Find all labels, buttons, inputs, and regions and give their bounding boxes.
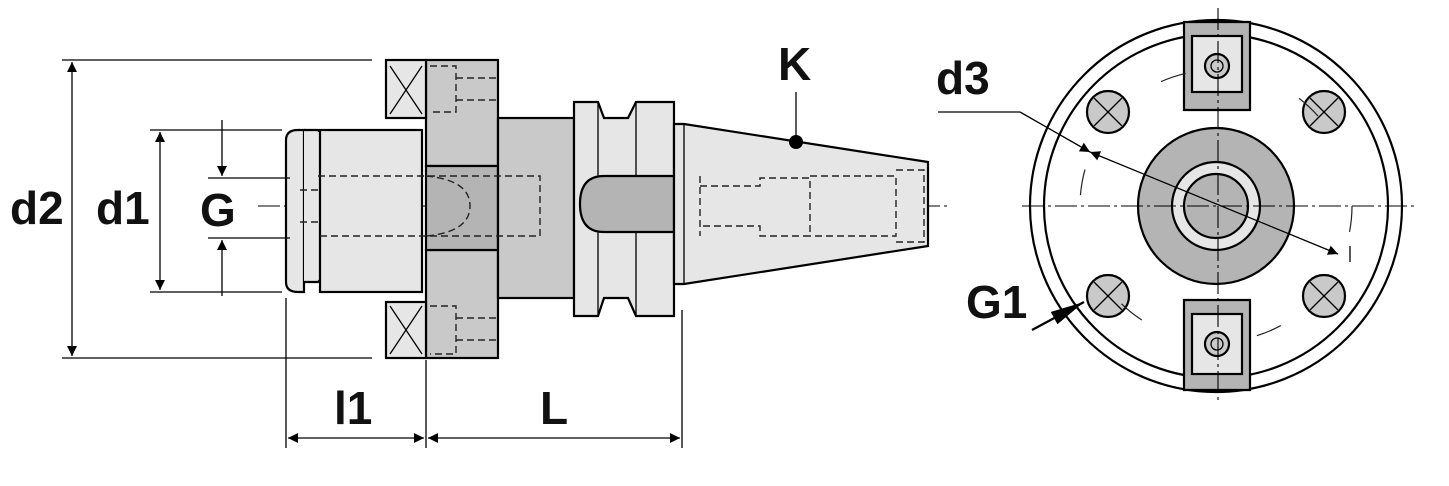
- g1-leader: [1031, 301, 1085, 331]
- label-l1: l1: [334, 382, 372, 434]
- dimensions: [62, 59, 683, 448]
- front-view: [938, 8, 1418, 404]
- label-d3: d3: [936, 52, 990, 104]
- taper-shank: [672, 122, 930, 286]
- screw-lower: [384, 300, 428, 360]
- bolt-hole-tl: [1085, 89, 1131, 135]
- drive-key-top: [1182, 20, 1252, 112]
- label-L: L: [540, 382, 568, 434]
- label-g: G: [200, 184, 236, 236]
- label-g1: G1: [966, 276, 1027, 328]
- flange-upper: [424, 58, 500, 168]
- drive-slot: [578, 174, 676, 234]
- flange-center: [424, 164, 500, 252]
- label-k: K: [778, 38, 811, 90]
- bolt-hole-br: [1301, 273, 1347, 319]
- drive-key-bottom: [1182, 298, 1252, 392]
- side-view: [258, 58, 950, 360]
- bolt-circle: [1079, 69, 1353, 343]
- bolt-hole-bl: [1085, 273, 1131, 319]
- dim-d3: [1089, 151, 1339, 255]
- collet-nut: [284, 128, 306, 294]
- flange-lower: [424, 248, 500, 360]
- front-cylinder: [318, 128, 424, 294]
- label-d1: d1: [96, 182, 150, 234]
- label-d2: d2: [10, 182, 64, 234]
- screw-upper: [384, 58, 428, 120]
- bolt-hole-tr: [1301, 89, 1347, 135]
- body-cylinder: [496, 116, 576, 300]
